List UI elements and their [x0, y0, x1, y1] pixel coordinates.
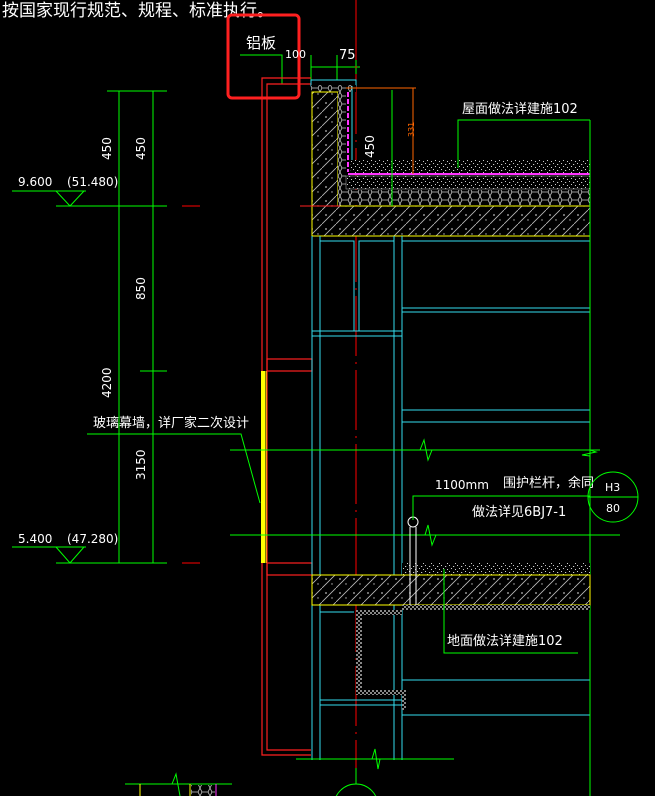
roof-leader	[457, 119, 590, 168]
curtain-wall-leader	[87, 433, 261, 504]
aluminum-panel-leader	[240, 54, 283, 84]
elevation-marker-lower: 5.400 (47.280)	[12, 532, 118, 564]
curtain-wall-annotation: 玻璃幕墙，详厂家二次设计	[93, 415, 249, 431]
roof-slab	[311, 205, 591, 237]
floor-slab	[311, 574, 591, 606]
roof-annotation: 屋面做法详建施102	[462, 102, 578, 117]
floor-annotation: 地面做法详建施102	[447, 634, 563, 649]
elevation-lower-absolute: (47.280)	[67, 532, 118, 546]
elevation-upper-level: 9.600	[18, 175, 52, 189]
elevation-marker-upper: 9.600 (51.480)	[12, 175, 118, 207]
floor-topping	[402, 563, 590, 575]
highlight-box	[226, 13, 301, 100]
wall-structure	[311, 236, 590, 760]
dim-parapet-height: 450	[100, 137, 114, 160]
dim-chain-1: 450	[134, 137, 148, 160]
roof-insulation	[338, 190, 590, 205]
elevation-lower-level: 5.400	[18, 532, 52, 546]
dim-chain-2: 850	[134, 277, 148, 300]
railing-reference: 做法详见6BJ7-1	[472, 505, 566, 520]
dim-chain-3: 3150	[134, 449, 148, 480]
railing-title: 围护栏杆，余同	[503, 475, 594, 491]
aluminum-panel-label: 铝板	[246, 34, 276, 52]
cladding-inner	[266, 83, 311, 751]
callout-top: H3	[605, 481, 620, 494]
elevation-upper-absolute: (51.480)	[67, 175, 118, 189]
axis-bubble	[335, 783, 377, 796]
detail-callout[interactable]: H3 80	[587, 471, 639, 523]
dim-orange-331: 331	[407, 122, 416, 137]
top-note: 按国家现行规范、规程、标准执行。	[2, 1, 274, 21]
cladding-outer	[261, 77, 311, 756]
roof-topping	[350, 160, 590, 174]
dim-total-height: 4200	[100, 367, 114, 398]
dim-top-width-1: 100	[285, 48, 306, 61]
dim-parapet-inner: 450	[363, 135, 377, 158]
glass-curtain-wall	[261, 371, 265, 563]
parapet-concrete	[311, 91, 339, 207]
dim-top-width-2: 75	[339, 48, 356, 63]
callout-bottom: 80	[606, 502, 620, 515]
railing-height: 1100mm	[435, 478, 489, 492]
floor-leader	[443, 569, 578, 654]
